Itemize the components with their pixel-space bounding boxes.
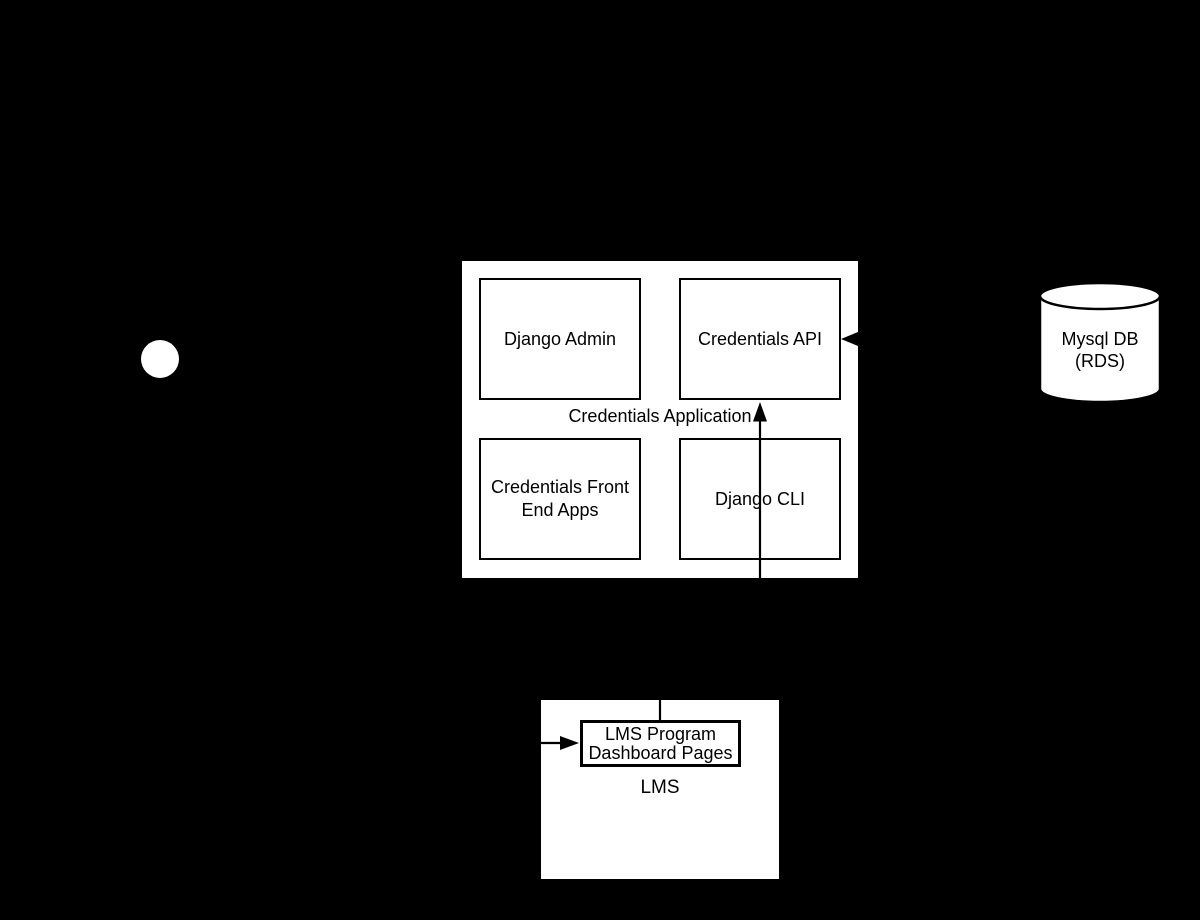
django-cli-label: Django CLI xyxy=(714,488,806,509)
django-cli-box: Django CLI xyxy=(679,438,841,560)
django-admin-box: Django Admin xyxy=(479,278,641,400)
credentials-front-end-apps-box: Credentials Front End Apps xyxy=(479,438,641,560)
mysql-db-cylinder: Mysql DB (RDS) xyxy=(1038,281,1162,404)
database-cylinder-icon xyxy=(1038,281,1162,404)
credentials-api-box: Credentials API xyxy=(679,278,841,400)
credentials-application-label: Credentials Application xyxy=(568,406,752,426)
lms-program-dashboard-pages-label: LMS Program Dashboard Pages xyxy=(588,723,733,763)
person-head-icon xyxy=(141,340,179,378)
django-admin-label: Django Admin xyxy=(503,328,617,349)
credentials-front-end-apps-label: Credentials Front End Apps xyxy=(490,477,630,520)
mysql-db-label: Mysql DB (RDS) xyxy=(1061,329,1139,371)
lms-program-dashboard-pages-box: LMS Program Dashboard Pages xyxy=(580,720,741,767)
lms-label: LMS xyxy=(640,777,680,798)
cylinder-top xyxy=(1038,281,1162,311)
credentials-api-label: Credentials API xyxy=(697,328,823,349)
